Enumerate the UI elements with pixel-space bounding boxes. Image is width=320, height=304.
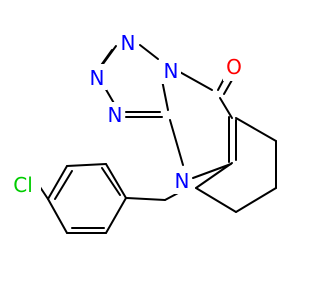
bond [169,119,184,166]
bond [139,44,159,60]
bond [161,79,169,111]
atom-label-n: N [90,66,105,90]
label-backdrop [87,64,107,90]
atom-label-n: N [164,59,179,83]
label-backdrop [172,168,192,194]
bond [39,186,49,200]
label-backdrop [223,53,245,81]
bond [235,187,277,213]
bond [219,97,233,119]
atom-label-o: O [226,55,242,79]
bond [223,79,233,95]
atom-labels: N N N N N O Cl [5,30,245,198]
bond [105,197,127,234]
bond [192,163,232,179]
bond [101,167,121,196]
bond [235,117,277,142]
bond [47,165,68,200]
bond [105,163,127,199]
atom-label-n: N [121,31,136,55]
molecule-structure: N N N N N O Cl [5,30,277,234]
structure-canvas: N N N N N O Cl [5,30,277,234]
bond [195,162,233,189]
label-backdrop [105,102,125,128]
bond [54,170,73,200]
label-backdrop [118,30,138,56]
bond [125,197,166,201]
atom-label-cl: Cl [13,173,33,197]
atom-label-n: N [108,103,123,127]
label-backdrop [161,58,181,84]
atom-label-n: N [175,169,190,193]
bond [47,198,68,234]
bond [177,70,213,91]
bond [195,187,237,213]
label-backdrop [5,172,41,198]
bond [66,163,107,167]
